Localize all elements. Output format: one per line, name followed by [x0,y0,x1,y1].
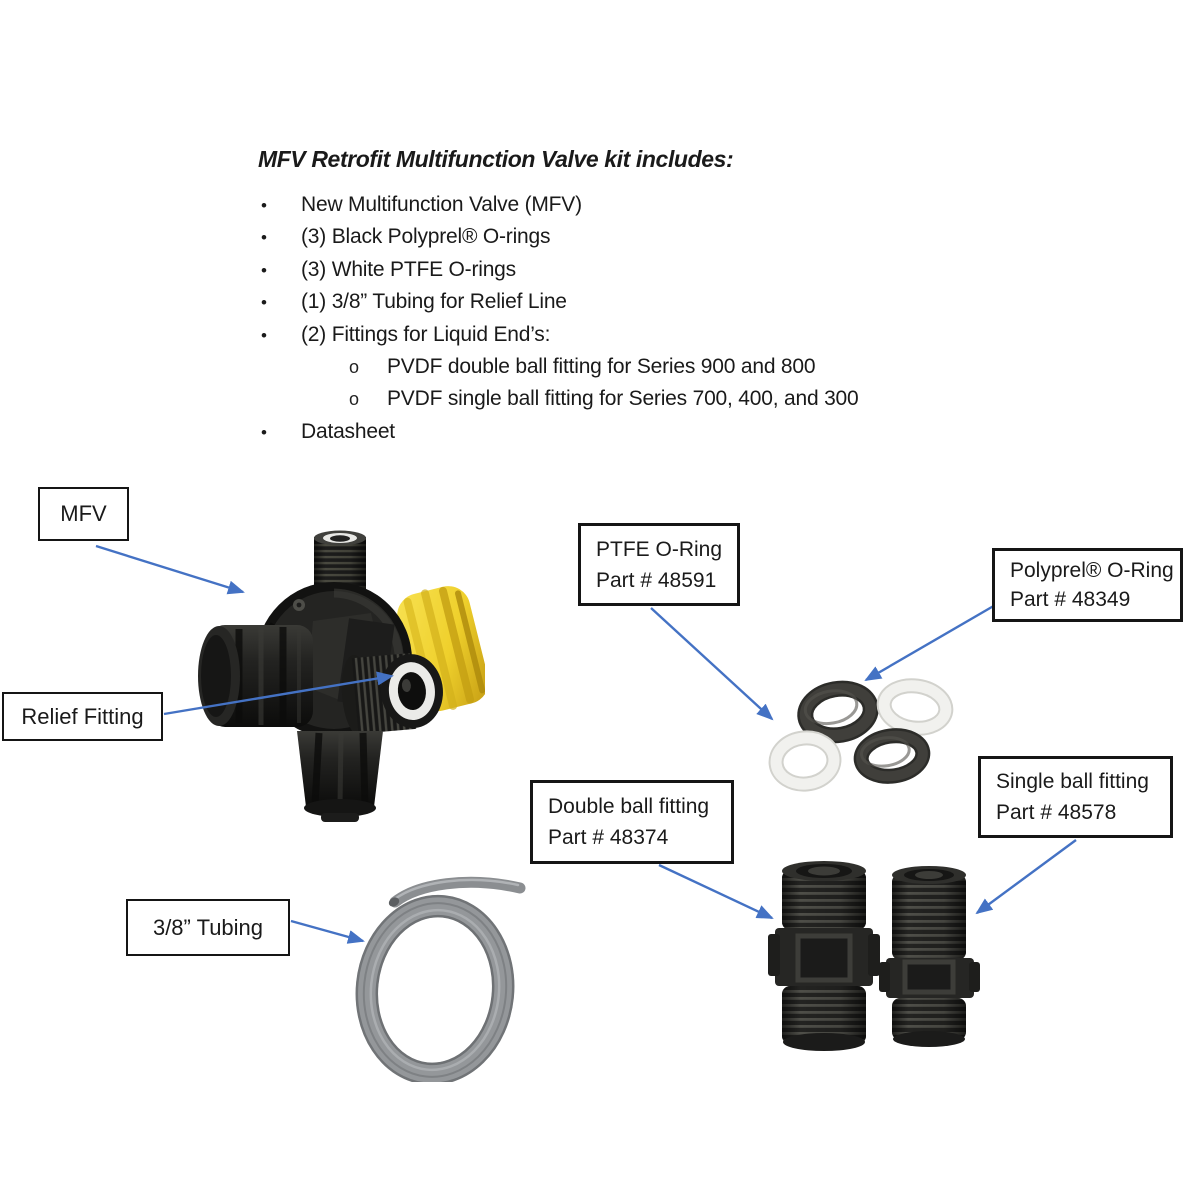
bullet-icon: • [261,228,267,248]
callout-box-relief-fitting: Relief Fitting [2,692,163,741]
callout-label: 3/8” Tubing [152,914,264,940]
multifunction-valve-photo [198,530,485,822]
black-oring [853,728,931,784]
part-number: Part # 48578 [996,801,1117,824]
bullet-icon: • [261,196,267,215]
white-oring [876,678,954,736]
list-item: • (2) Fittings for Liquid End’s: [258,323,958,355]
part-name: Single ball fitting [996,770,1149,793]
kit-title: MFV Retrofit Multifunction Valve kit inc… [258,146,734,172]
part-name: PTFE O-Ring [596,537,723,561]
list-item-text: (1) 3/8” Tubing for Relief Line [301,290,567,314]
single-ball-fitting [879,866,980,1047]
part-name: Polyprel® O-Ring [1010,559,1174,582]
part-number: Part # 48591 [596,568,717,592]
part-number: Part # 48349 [1010,588,1131,611]
list-item-text: (3) Black Polyprel® O-rings [301,225,551,249]
circle-bullet-icon: o [349,389,359,410]
circle-bullet-icon: o [349,356,359,377]
sub-list-item: o PVDF single ball fitting for Series 70… [346,387,958,419]
list-item-text: (3) White PTFE O-rings [301,257,516,281]
callout-box-double-ball-fitting: Double ball fitting Part # 48374 [530,780,734,864]
bullet-icon: • [261,422,267,442]
black-oring [797,680,879,744]
bullet-icon: • [261,325,267,345]
callout-label: MFV [60,501,107,526]
list-item: • Datasheet [258,420,958,452]
callout-box-tubing: 3/8” Tubing [126,899,290,956]
white-oring [768,730,842,792]
arrow-ptfe-oring [650,607,774,721]
ball-fittings-photo [768,861,980,1051]
o-rings-photo [768,678,954,792]
list-item-text: Datasheet [301,419,395,443]
arrow-single-ball-fitting [975,839,1077,915]
list-item-text: (2) Fittings for Liquid End’s: [301,322,551,346]
callout-box-ptfe-oring: PTFE O-Ring Part # 48591 [578,523,740,606]
list-item-text: New Multifunction Valve (MFV) [301,193,582,216]
part-name: Double ball fitting [548,795,710,818]
callout-box-polyprel-oring: Polyprel® O-Ring Part # 48349 [992,548,1183,622]
valve-left-knob [198,625,313,727]
list-item: • New Multifunction Valve (MFV) [258,193,958,225]
callout-box-single-ball-fitting: Single ball fitting Part # 48578 [978,756,1173,838]
sub-list-item-text: PVDF single ball fitting for Series 700,… [387,387,859,411]
valve-bottom-nut [297,731,383,822]
sub-list-item: o PVDF double ball fitting for Series 90… [346,355,958,387]
callout-label: Relief Fitting [21,703,144,729]
bullet-icon: • [261,293,267,313]
double-ball-fitting [768,861,880,1051]
tubing-coil-photo [355,876,526,1082]
kit-includes-list: MFV Retrofit Multifunction Valve kit inc… [258,146,958,452]
tubing-end [388,876,526,908]
list-item: • (3) White PTFE O-rings [258,258,958,290]
list-item: • (1) 3/8” Tubing for Relief Line [258,290,958,322]
list-item: • (3) Black Polyprel® O-rings [258,225,958,257]
bullet-icon: • [261,260,267,280]
callout-box-mfv: MFV [38,487,129,541]
sub-list-item-text: PVDF double ball fitting for Series 900 … [387,354,816,378]
part-number: Part # 48374 [548,826,669,849]
